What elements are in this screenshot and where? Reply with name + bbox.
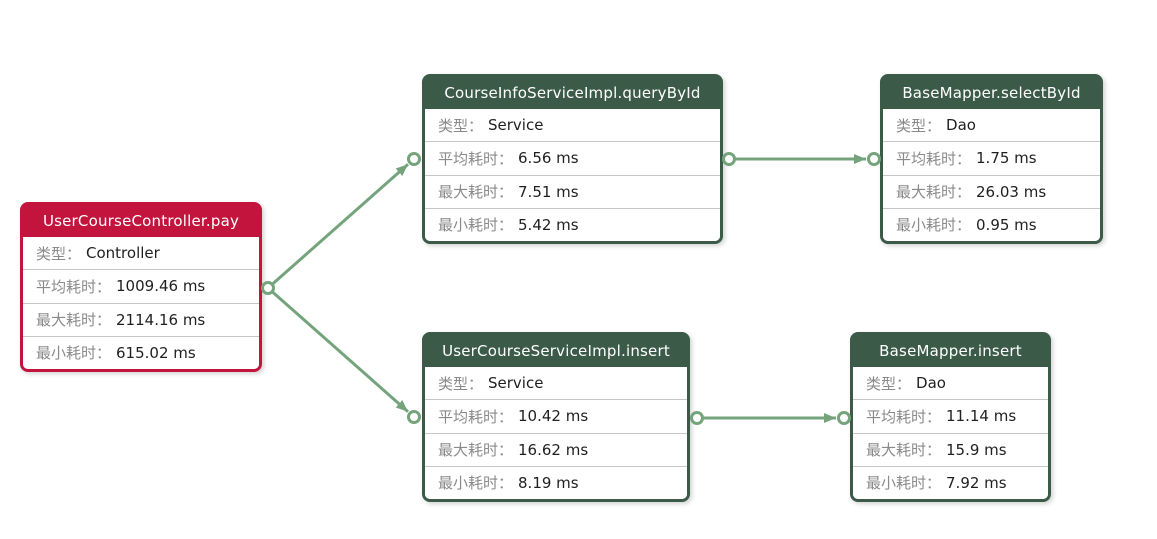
trace-node-user-course-controller-pay[interactable]: UserCourseController.pay 类型： Controller … <box>20 202 262 372</box>
metric-label: 类型： <box>438 374 484 393</box>
metric-row: 最大耗时： 16.62 ms <box>425 432 687 466</box>
node-body: 类型： Dao 平均耗时： 11.14 ms 最大耗时： 15.9 ms 最小耗… <box>853 367 1048 499</box>
metric-label: 最大耗时： <box>438 183 514 202</box>
metric-label: 平均耗时： <box>866 407 942 426</box>
node-body: 类型： Dao 平均耗时： 1.75 ms 最大耗时： 26.03 ms 最小耗… <box>883 109 1100 241</box>
metric-row: 最大耗时： 26.03 ms <box>883 174 1100 208</box>
metric-label: 最小耗时： <box>36 344 112 363</box>
metric-value: 6.56 ms <box>518 149 579 168</box>
metric-value: Controller <box>86 244 160 263</box>
trace-node-user-course-service-impl-insert[interactable]: UserCourseServiceImpl.insert 类型： Service… <box>422 332 690 502</box>
node-title[interactable]: CourseInfoServiceImpl.queryById <box>425 77 720 109</box>
metric-label: 平均耗时： <box>438 407 514 426</box>
metric-value: Service <box>488 116 544 135</box>
metric-value: Service <box>488 374 544 393</box>
node-title[interactable]: UserCourseServiceImpl.insert <box>425 335 687 367</box>
metric-value: 0.95 ms <box>976 215 1037 234</box>
metric-row: 最大耗时： 7.51 ms <box>425 174 720 208</box>
metric-row: 平均耗时： 10.42 ms <box>425 399 687 432</box>
metric-row: 最小耗时： 0.95 ms <box>883 207 1100 241</box>
metric-label: 类型： <box>438 116 484 135</box>
metric-label: 平均耗时： <box>438 149 514 168</box>
metric-value: 1.75 ms <box>976 149 1037 168</box>
metric-value: 5.42 ms <box>518 215 579 234</box>
metric-value: 7.51 ms <box>518 182 579 201</box>
metric-row: 最小耗时： 5.42 ms <box>425 207 720 241</box>
metric-value: 10.42 ms <box>518 407 589 426</box>
node-body: 类型： Service 平均耗时： 6.56 ms 最大耗时： 7.51 ms … <box>425 109 720 241</box>
metric-label: 最小耗时： <box>866 474 942 493</box>
node-body: 类型： Service 平均耗时： 10.42 ms 最大耗时： 16.62 m… <box>425 367 687 499</box>
metric-row: 平均耗时： 1.75 ms <box>883 141 1100 174</box>
metric-value: 2114.16 ms <box>116 310 206 329</box>
trace-node-base-mapper-insert[interactable]: BaseMapper.insert 类型： Dao 平均耗时： 11.14 ms… <box>850 332 1051 502</box>
metric-label: 最小耗时： <box>896 216 972 235</box>
metric-value: 16.62 ms <box>518 440 589 459</box>
metric-row: 类型： Service <box>425 109 720 141</box>
metric-row: 平均耗时： 11.14 ms <box>853 399 1048 432</box>
metric-value: 15.9 ms <box>946 440 1007 459</box>
metric-value: 1009.46 ms <box>116 277 206 296</box>
metric-row: 类型： Service <box>425 367 687 399</box>
metric-label: 类型： <box>896 116 942 135</box>
metric-row: 平均耗时： 6.56 ms <box>425 141 720 174</box>
metric-value: Dao <box>916 374 946 393</box>
metric-label: 平均耗时： <box>36 277 112 296</box>
metric-row: 类型： Dao <box>883 109 1100 141</box>
metric-value: 11.14 ms <box>946 407 1017 426</box>
metric-value: 8.19 ms <box>518 473 579 492</box>
metric-label: 最大耗时： <box>866 441 942 460</box>
metric-label: 最大耗时： <box>896 183 972 202</box>
node-title[interactable]: UserCourseController.pay <box>23 205 259 237</box>
metric-row: 最小耗时： 7.92 ms <box>853 465 1048 499</box>
metric-label: 平均耗时： <box>896 149 972 168</box>
metric-row: 平均耗时： 1009.46 ms <box>23 269 259 302</box>
trace-node-course-info-service-impl-query-by-id[interactable]: CourseInfoServiceImpl.queryById 类型： Serv… <box>422 74 723 244</box>
metric-label: 最大耗时： <box>438 441 514 460</box>
metric-label: 最小耗时： <box>438 474 514 493</box>
metric-row: 最小耗时： 615.02 ms <box>23 335 259 369</box>
metric-value: 26.03 ms <box>976 182 1047 201</box>
metric-label: 类型： <box>866 374 912 393</box>
metric-row: 最小耗时： 8.19 ms <box>425 465 687 499</box>
metric-row: 最大耗时： 2114.16 ms <box>23 302 259 336</box>
node-body: 类型： Controller 平均耗时： 1009.46 ms 最大耗时： 21… <box>23 237 259 369</box>
metric-label: 类型： <box>36 244 82 263</box>
metric-label: 最大耗时： <box>36 311 112 330</box>
metric-value: 615.02 ms <box>116 343 196 362</box>
metric-value: 7.92 ms <box>946 473 1007 492</box>
node-title[interactable]: BaseMapper.selectById <box>883 77 1100 109</box>
node-title[interactable]: BaseMapper.insert <box>853 335 1048 367</box>
metric-label: 最小耗时： <box>438 216 514 235</box>
metric-row: 类型： Controller <box>23 237 259 269</box>
metric-row: 最大耗时： 15.9 ms <box>853 432 1048 466</box>
metric-row: 类型： Dao <box>853 367 1048 399</box>
metric-value: Dao <box>946 116 976 135</box>
trace-node-base-mapper-select-by-id[interactable]: BaseMapper.selectById 类型： Dao 平均耗时： 1.75… <box>880 74 1103 244</box>
